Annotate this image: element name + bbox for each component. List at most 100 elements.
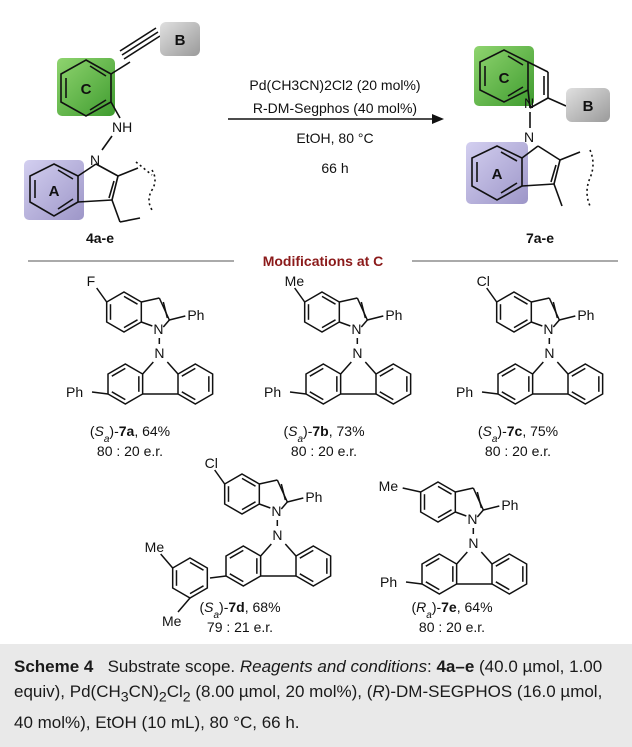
indole-n-label: N [153, 321, 163, 337]
phenyl-bond [287, 497, 304, 503]
ring-b-box [160, 22, 200, 56]
substituent-label: Cl [205, 455, 218, 471]
substituent-bond [294, 287, 306, 303]
condition-3: EtOH, 80 °C [296, 130, 373, 146]
pyrrole-bond [552, 319, 560, 328]
product-config-label: (Sa)-7c, 75% [478, 423, 558, 445]
substituent-label: Me [379, 478, 399, 494]
carbazole-right-ring-double-bond [571, 367, 586, 377]
substituent-bond [486, 287, 498, 303]
product-label: 7a-e [526, 230, 554, 246]
ring-a-label: A [49, 183, 60, 200]
pyrrole-bond [360, 319, 368, 328]
carbazole-bond [480, 551, 493, 565]
phenyl-label: Ph [187, 307, 204, 323]
carbazole-bond [284, 543, 297, 557]
pyrrole-double-bond [162, 301, 169, 319]
carbazole-phenyl-bond [405, 581, 423, 585]
indole-benzene-ring-double-bond [513, 295, 528, 305]
xylyl-ring [171, 557, 209, 599]
carbazole-right-ring-double-bond [181, 367, 196, 377]
product-er-label: 80 : 20 e.r. [291, 443, 357, 459]
substituent-bond [214, 469, 226, 485]
carbazole-phenyl-bond [91, 391, 109, 395]
caption-conditions-label: Reagents and conditions [239, 657, 428, 676]
carbazole-left-ring [225, 545, 262, 587]
indole-benzene-ring [419, 481, 457, 523]
xylyl-ring-double-bond [189, 561, 204, 571]
condition-2: R-DM-Segphos (40 mol%) [253, 100, 417, 116]
carbazole-phenyl-bond [481, 391, 499, 395]
pyrrole-bond [339, 297, 358, 303]
condition-4: 66 h [321, 160, 348, 176]
carbazole-left-ring-double-bond [425, 581, 440, 591]
carbazole-left-ring-double-bond [501, 391, 516, 401]
product-ring-b-label: B [583, 98, 594, 115]
carbazole-bond [260, 543, 272, 557]
carbazole-bond [166, 361, 179, 375]
carbazole-phenyl-label: Ph [66, 384, 83, 400]
methyl-label: Me [162, 613, 182, 629]
caption-text: 4a–e (40.0 µmol, 1.00 equiv), Pd(CH3CN)2… [14, 657, 603, 733]
reactant-label: 4a-e [86, 230, 114, 246]
product-n1-label: N [524, 95, 534, 111]
pyrrole-double-bond [360, 301, 367, 319]
phenyl-label: Ph [385, 307, 402, 323]
carbazole-right-ring [295, 545, 332, 587]
carbazole-n-label: N [468, 535, 478, 551]
indole-n-label: N [351, 321, 361, 337]
carbazole-right-ring [491, 553, 528, 595]
product-result-3: (Sa)-7d, 68%79 : 21 e.r. [199, 599, 280, 635]
product-n2-label: N [524, 129, 534, 145]
carbazole-right-ring [567, 363, 604, 405]
carbazole-phenyl-label: Ph [456, 384, 473, 400]
indole-n-label: N [271, 503, 281, 519]
pyrrole-bond [531, 297, 550, 303]
xylyl-ring-double-bond [189, 585, 204, 595]
pyrrole-bond [476, 509, 484, 518]
section-title: Modifications at C [263, 253, 384, 269]
methyl-bond [177, 597, 191, 613]
product-config-label: (Sa)-7b, 73% [283, 423, 364, 445]
substituent-bond [96, 287, 108, 303]
carbazole-right-ring-double-bond [571, 391, 586, 401]
phenyl-label: Ph [501, 497, 518, 513]
indole-benzene-ring-double-bond [123, 295, 138, 305]
carbazole-left-ring-double-bond [501, 367, 516, 377]
indole-benzene-ring [105, 291, 143, 333]
pyrrole-bond [141, 297, 160, 303]
product-result-0: (Sa)-7a, 64%80 : 20 e.r. [90, 423, 170, 459]
indole-benzene-ring [303, 291, 341, 333]
methyl-bond [160, 553, 174, 569]
carbazole-right-ring [177, 363, 214, 405]
ring-c-label: C [81, 81, 92, 98]
indole-benzene-ring-double-bond [241, 501, 256, 511]
carbazole-bond [364, 361, 377, 375]
product-ring-b-box [566, 88, 610, 122]
caption-label: Scheme 4 [14, 657, 94, 676]
carbazole-right-ring-double-bond [181, 391, 196, 401]
product-config-label: (Sa)-7d, 68% [199, 599, 280, 621]
carbazole-left-ring-double-bond [309, 391, 324, 401]
substituent-bond [402, 487, 421, 493]
carbazole-bond [532, 361, 544, 375]
condition-1: Pd(CH3CN)2Cl2 (20 mol%) [249, 77, 420, 93]
phenyl-label: Ph [577, 307, 594, 323]
phenyl-bond [367, 315, 384, 321]
pyrrole-bond [531, 321, 543, 327]
carbazole-n-label: N [272, 527, 282, 543]
pyrrole-bond [259, 479, 278, 485]
reaction-arrow [228, 114, 444, 124]
product-ring-c-highlight [474, 46, 534, 106]
product-config-label: (Ra)-7e, 64% [411, 599, 492, 621]
indole-benzene-ring [223, 473, 261, 515]
indole-benzene-ring-double-bond [123, 319, 138, 329]
carbazole-phenyl-label: Ph [380, 574, 397, 590]
carbazole-bond [340, 361, 352, 375]
reactant-n-label: N [90, 152, 100, 168]
